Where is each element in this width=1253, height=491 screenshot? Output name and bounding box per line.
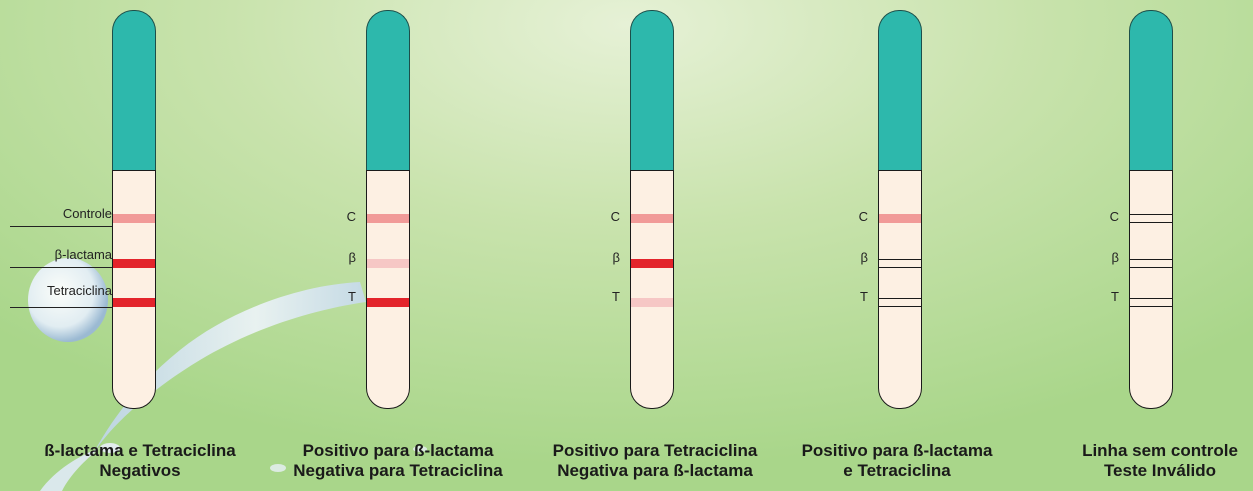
band-c	[879, 214, 921, 223]
caption-line: ß-lactama e Tetraciclina	[44, 441, 236, 460]
caption-line: Positivo para Tetraciclina	[552, 441, 758, 460]
strip-body	[878, 170, 922, 409]
strip-label-c: C	[346, 209, 356, 224]
band-b	[113, 259, 155, 268]
strip-label-c: C	[858, 209, 868, 224]
milk-splash-bottom	[40, 448, 100, 491]
strip-label-c: C	[1109, 209, 1119, 224]
band-t	[113, 298, 155, 307]
strip-label-b: β	[1111, 250, 1119, 265]
band-b	[367, 259, 409, 268]
strip-label-t: T	[612, 289, 620, 304]
test-strip-negativos	[112, 10, 156, 410]
legend-controle-label: Controle	[62, 206, 112, 221]
band-b	[879, 259, 921, 268]
legend-controle-line	[10, 226, 113, 227]
strip-label-b: β	[860, 250, 868, 265]
strip-cap	[630, 10, 674, 171]
caption-line: e Tetraciclina	[843, 461, 951, 480]
legend-tetraciclina-label: Tetraciclina	[46, 283, 112, 298]
strip-cap	[878, 10, 922, 171]
strip-body	[112, 170, 156, 409]
strip-label-t: T	[348, 289, 356, 304]
band-b	[1130, 259, 1172, 268]
strip-cap	[112, 10, 156, 171]
caption-line: Negativa para ß-lactama	[557, 461, 753, 480]
legend-tetraciclina-line	[10, 307, 113, 308]
caption-line: Negativa para Tetraciclina	[293, 461, 503, 480]
strip-body	[1129, 170, 1173, 409]
band-t	[1130, 298, 1172, 307]
band-c	[1130, 214, 1172, 223]
strip-body	[630, 170, 674, 409]
strip-body	[366, 170, 410, 409]
caption-line: Positivo para ß-lactama	[302, 441, 494, 460]
strip-cap	[1129, 10, 1173, 171]
milk-drop	[28, 258, 108, 342]
strip-label-t: T	[860, 289, 868, 304]
band-t	[367, 298, 409, 307]
strip-label-b: β	[612, 250, 620, 265]
test-strip-pos-tetraciclina	[630, 10, 674, 410]
test-strip-pos-betalactama	[366, 10, 410, 410]
test-strip-pos-ambos	[878, 10, 922, 410]
band-t	[879, 298, 921, 307]
legend-betalactama-label: β-lactama	[54, 247, 112, 262]
strip-label-c: C	[610, 209, 620, 224]
legend-betalactama-line	[10, 267, 113, 268]
band-c	[113, 214, 155, 223]
caption-line: Linha sem controle	[1082, 441, 1238, 460]
test-strip-invalido	[1129, 10, 1173, 410]
band-t	[631, 298, 673, 307]
band-c	[367, 214, 409, 223]
caption-line: Negativos	[99, 461, 181, 480]
milk-stream	[90, 282, 366, 460]
strip-cap	[366, 10, 410, 171]
caption-line: Positivo para ß-lactama	[801, 441, 993, 460]
caption-line: Teste Inválido	[1103, 461, 1217, 480]
band-c	[631, 214, 673, 223]
band-b	[631, 259, 673, 268]
strip-label-b: β	[348, 250, 356, 265]
strip-label-t: T	[1111, 289, 1119, 304]
